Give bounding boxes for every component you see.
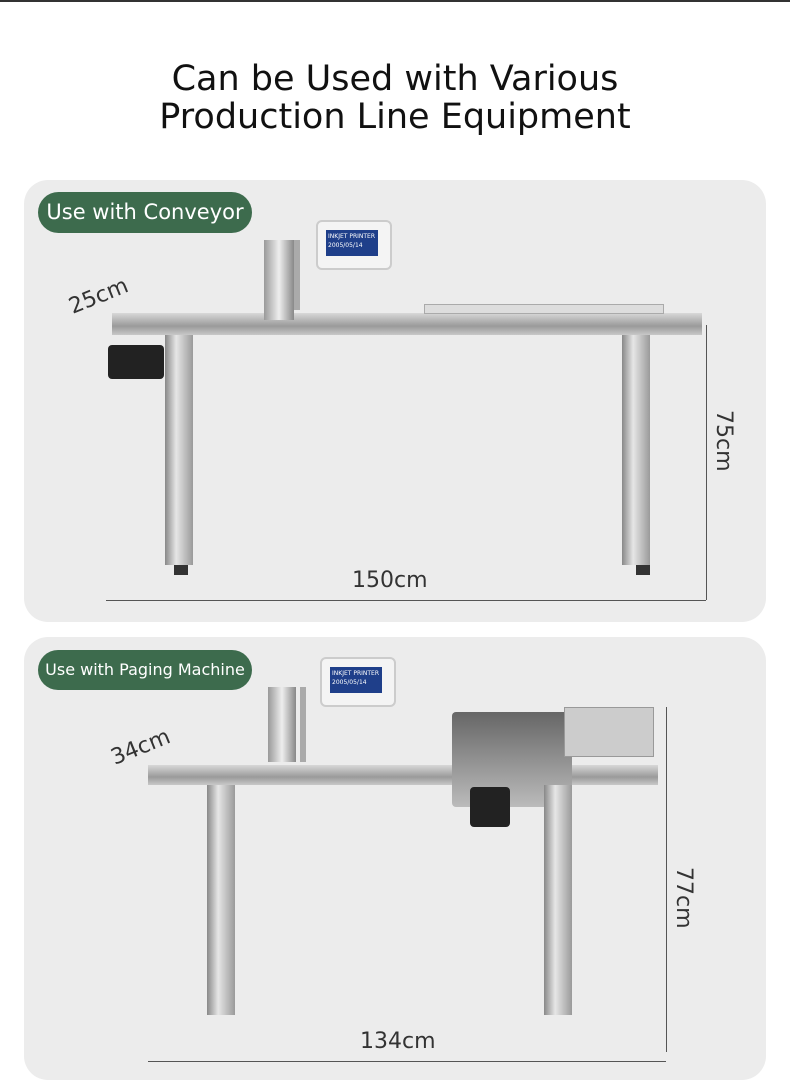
length-dimension-line xyxy=(148,1061,666,1062)
paging-feeder xyxy=(564,707,654,757)
conveyor-guide xyxy=(424,304,664,314)
print-head-icon xyxy=(268,687,296,762)
printer-screen: INKJET PRINTER 2005/05/14 xyxy=(320,657,396,707)
width-label: 34cm xyxy=(107,724,174,771)
top-border xyxy=(0,0,790,2)
length-dimension-line xyxy=(106,600,706,601)
height-dimension-line xyxy=(706,325,707,600)
height-label: 75cm xyxy=(711,410,736,472)
conveyor-belt xyxy=(148,765,658,785)
motor-icon xyxy=(470,787,510,827)
paging-machine-panel: Use with Paging Machine INKJET PRINTER 20… xyxy=(24,637,766,1080)
conveyor-panel: Use with Conveyor INKJET PRINTER 2005/05/… xyxy=(24,180,766,622)
conveyor-belt xyxy=(112,313,702,335)
foot xyxy=(174,565,188,575)
screen-date: 2005/05/14 xyxy=(332,679,367,686)
conveyor-leg-left xyxy=(165,335,193,565)
printer-screen: INKJET PRINTER 2005/05/14 xyxy=(316,220,392,270)
foot xyxy=(636,565,650,575)
motor-icon xyxy=(108,345,164,379)
height-label: 77cm xyxy=(671,867,696,929)
title-line-1: Can be Used with Various xyxy=(171,59,619,99)
length-label: 150cm xyxy=(352,568,428,593)
length-label: 134cm xyxy=(360,1029,436,1054)
screen-date: 2005/05/14 xyxy=(328,242,363,249)
conveyor-leg-right xyxy=(622,335,650,565)
conveyor-badge: Use with Conveyor xyxy=(38,192,252,233)
screen-text: INKJET PRINTER xyxy=(332,670,379,677)
leg-left xyxy=(207,785,235,1015)
page-title: Can be Used with Various Production Line… xyxy=(0,60,790,136)
print-head-icon xyxy=(264,240,294,320)
height-dimension-line xyxy=(666,707,667,1052)
screen-text: INKJET PRINTER xyxy=(328,233,375,240)
paging-badge: Use with Paging Machine xyxy=(38,650,252,690)
mount-pole xyxy=(294,240,300,310)
leg-right xyxy=(544,785,572,1015)
title-line-2: Production Line Equipment xyxy=(159,97,631,137)
mount-pole xyxy=(300,687,306,762)
